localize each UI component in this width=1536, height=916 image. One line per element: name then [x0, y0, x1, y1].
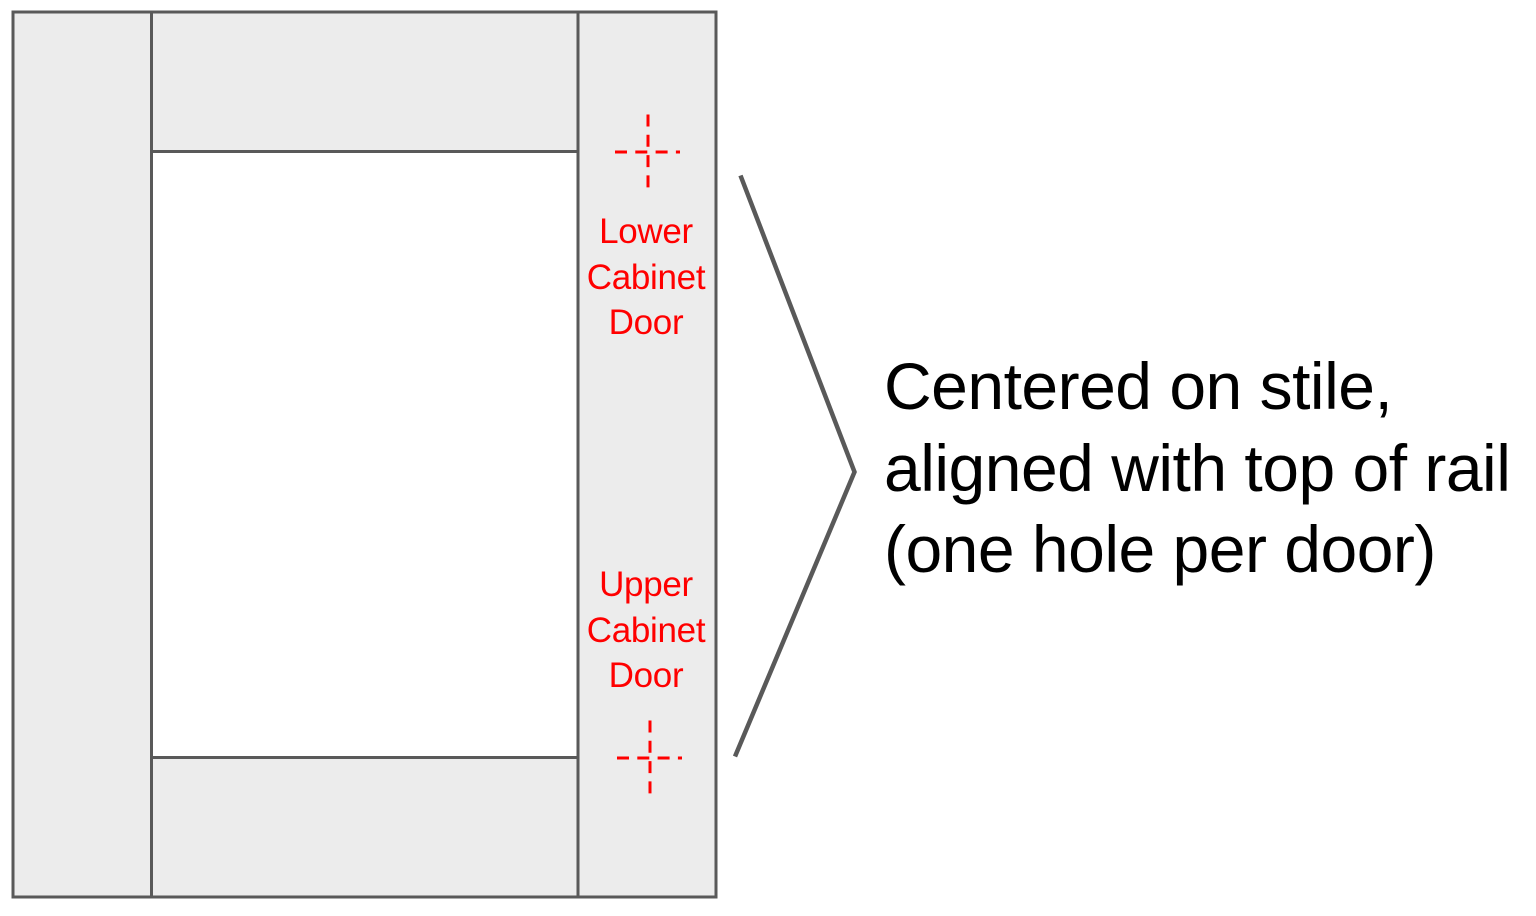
upper-cabinet-door-label: Upper Cabinet Door [586, 565, 706, 695]
bottom-rail-rect [150, 756, 580, 899]
angle-bracket-icon [732, 174, 857, 758]
annotation-text: Centered on stile, aligned with top of r… [884, 349, 1511, 586]
lower-cabinet-door-label: Lower Cabinet Door [586, 212, 706, 342]
left-stile-rect [11, 10, 153, 899]
top-rail-rect [150, 10, 580, 153]
crosshair-icon-upper-door [617, 720, 682, 794]
crosshair-icon-lower-door [615, 114, 680, 188]
door-frame-parts [11, 10, 718, 899]
drill-hole-markers [615, 114, 682, 794]
